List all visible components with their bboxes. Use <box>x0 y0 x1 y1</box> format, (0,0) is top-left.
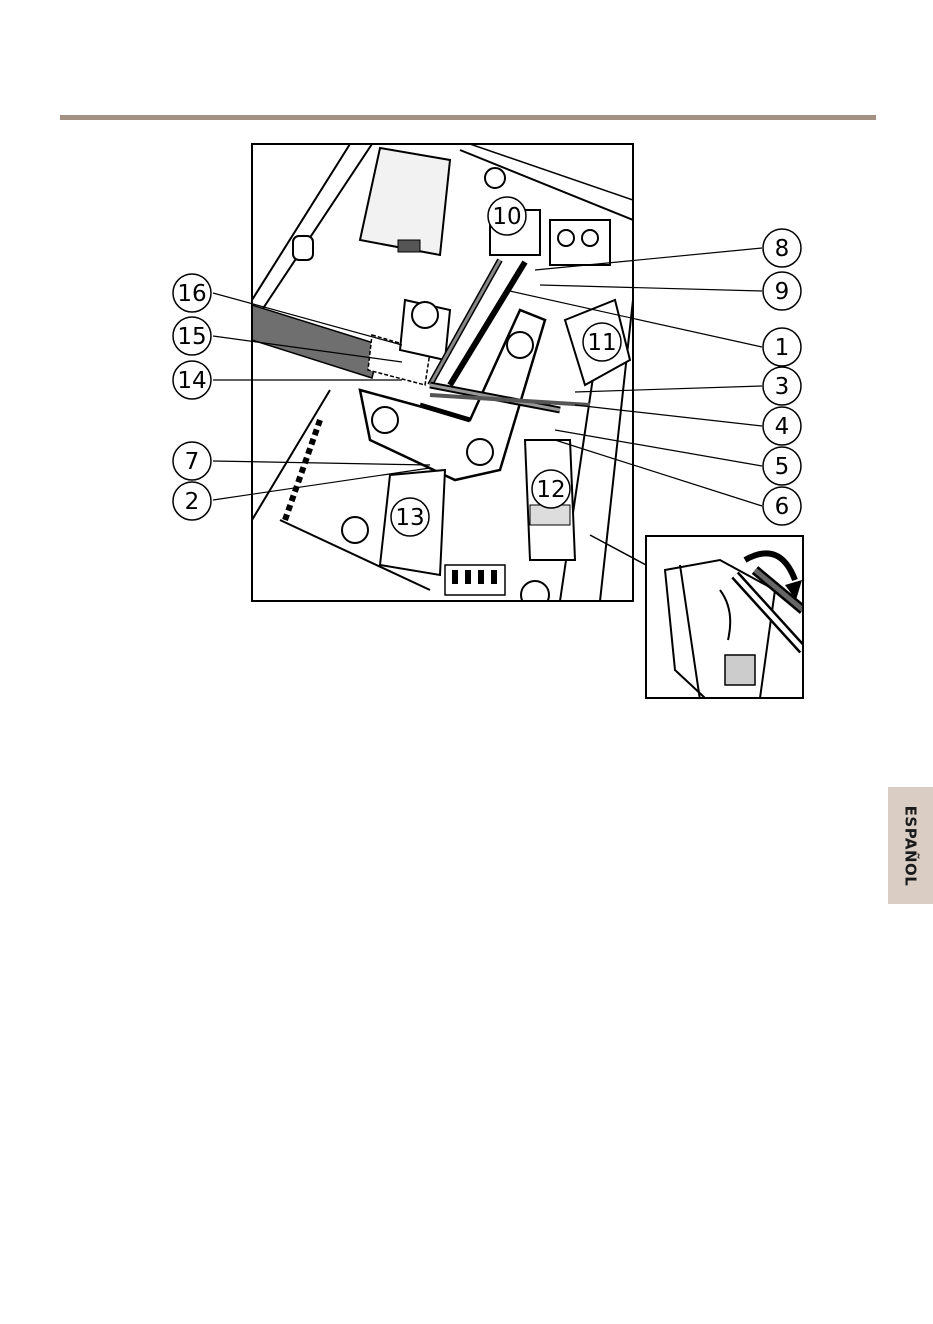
wiring-diagram: 16 15 14 7 2 10 11 12 13 8 9 1 3 4 5 6 <box>0 0 933 720</box>
svg-text:3: 3 <box>775 374 790 400</box>
main-illustration <box>252 144 633 609</box>
svg-text:12: 12 <box>536 477 565 503</box>
callout-3: 3 <box>763 367 801 405</box>
callout-15: 15 <box>173 317 211 355</box>
svg-text:9: 9 <box>775 279 790 305</box>
callout-12: 12 <box>532 470 570 508</box>
callout-10: 10 <box>488 197 526 235</box>
svg-text:5: 5 <box>775 454 790 480</box>
callout-6: 6 <box>763 487 801 525</box>
callout-11: 11 <box>583 323 621 361</box>
callout-2: 2 <box>173 482 211 520</box>
svg-text:13: 13 <box>395 505 424 531</box>
svg-text:7: 7 <box>185 449 200 475</box>
svg-text:1: 1 <box>775 335 790 361</box>
svg-text:6: 6 <box>775 494 790 520</box>
svg-text:15: 15 <box>177 324 206 350</box>
callout-14: 14 <box>173 361 211 399</box>
svg-text:16: 16 <box>177 281 206 307</box>
callout-9: 9 <box>763 272 801 310</box>
svg-text:4: 4 <box>775 414 790 440</box>
callout-5: 5 <box>763 447 801 485</box>
callout-16: 16 <box>173 274 211 312</box>
callout-8: 8 <box>763 229 801 267</box>
svg-text:2: 2 <box>185 489 200 515</box>
callout-4: 4 <box>763 407 801 445</box>
callout-13: 13 <box>391 498 429 536</box>
svg-text:14: 14 <box>177 368 206 394</box>
callout-7: 7 <box>173 442 211 480</box>
callout-1: 1 <box>763 328 801 366</box>
svg-text:10: 10 <box>492 204 521 230</box>
language-tab: ESPAÑOL <box>888 787 933 904</box>
language-tab-label: ESPAÑOL <box>902 805 920 886</box>
svg-text:8: 8 <box>775 236 790 262</box>
svg-text:11: 11 <box>587 330 616 356</box>
inset-detail <box>646 536 803 700</box>
